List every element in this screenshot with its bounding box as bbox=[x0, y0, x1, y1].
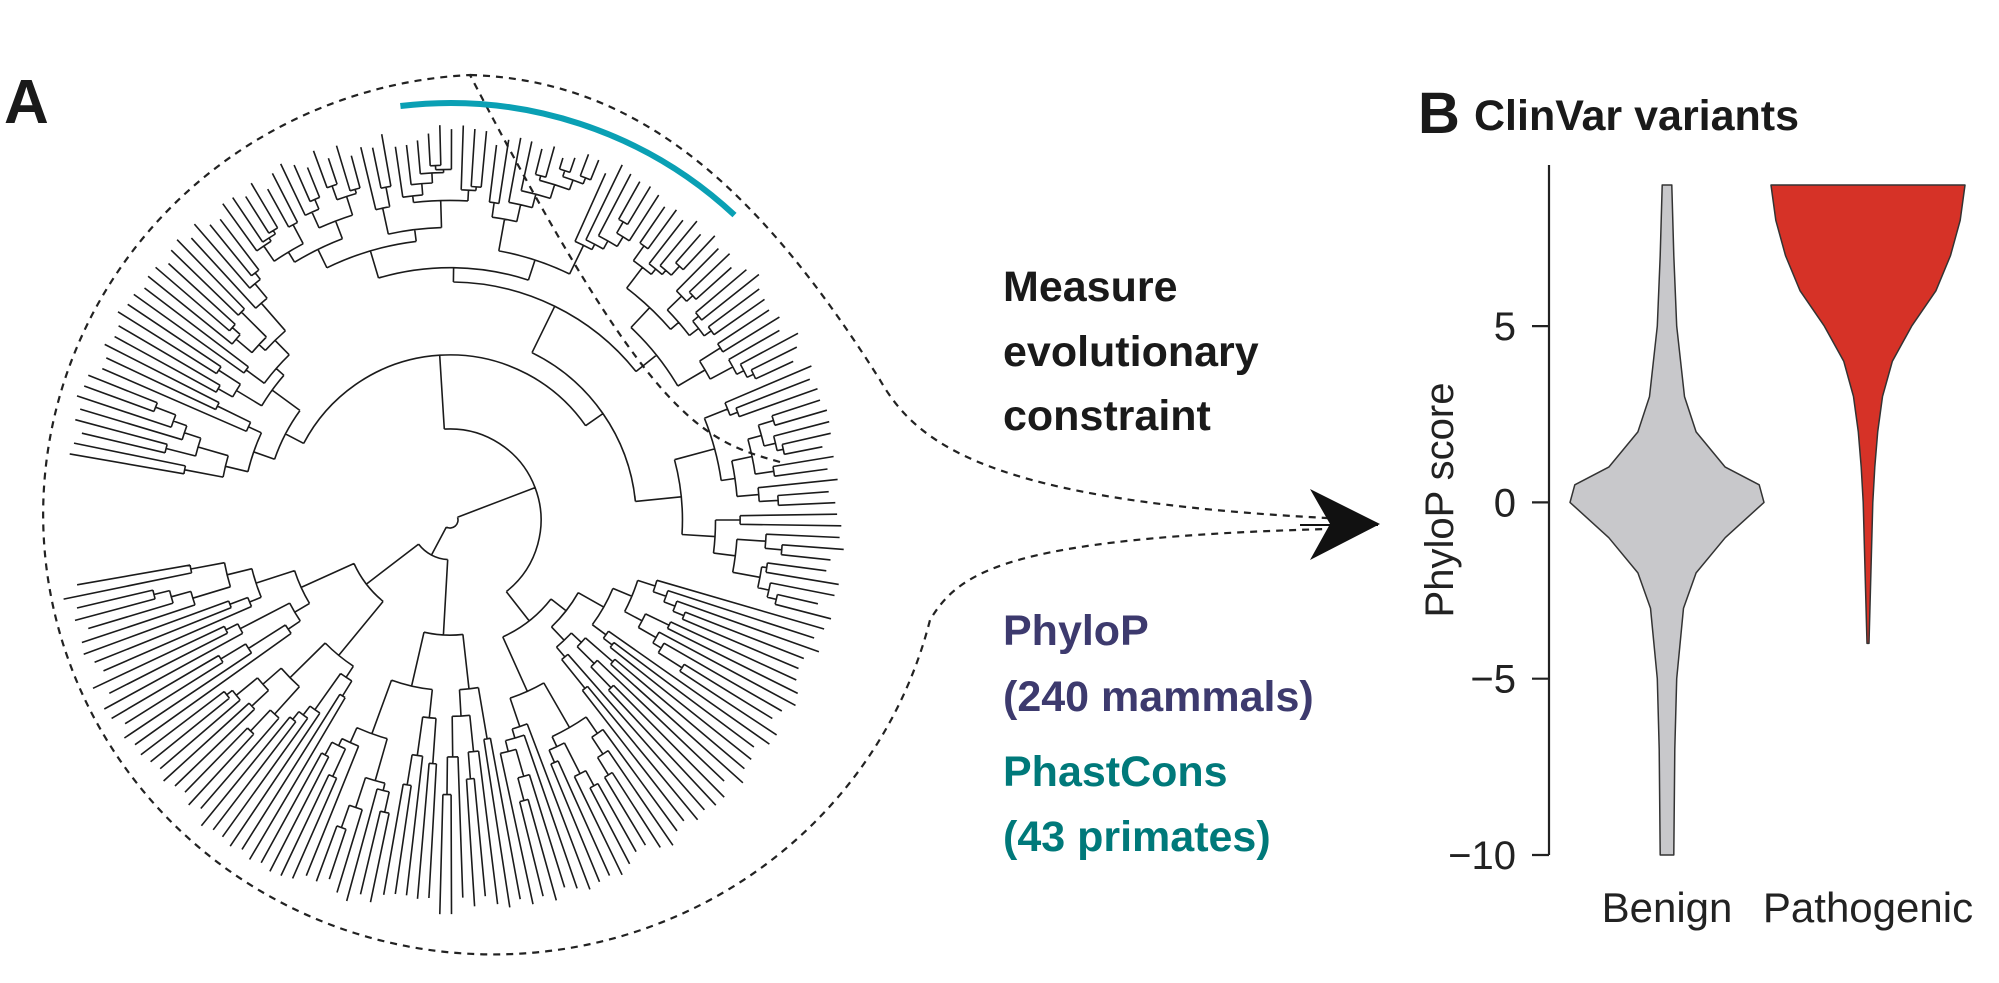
chart-title: ClinVar variants bbox=[1474, 92, 1799, 140]
y-tick-label: 5 bbox=[1494, 305, 1516, 349]
phastcons-line-2: (43 primates) bbox=[1003, 813, 1271, 861]
y-tick-label: 0 bbox=[1494, 481, 1516, 525]
y-axis-label: PhyloP score bbox=[1418, 383, 1462, 618]
violin-benign bbox=[1569, 184, 1765, 856]
panel-b: B ClinVar variants 50−5−10 PhyloP score … bbox=[1418, 81, 1973, 931]
magnifier-bubble-outline bbox=[42, 73, 1371, 956]
caption-line-3: constraint bbox=[1003, 392, 1211, 440]
phastcons-line-1: PhastCons bbox=[1003, 748, 1228, 796]
caption-line-1: Measure bbox=[1003, 263, 1177, 311]
panel-b-letter: B bbox=[1418, 81, 1460, 146]
y-axis-ticks: 5 0 −5 −10 bbox=[1448, 305, 1549, 878]
phastcons-label: PhastCons (43 primates) bbox=[1003, 748, 1271, 861]
y-tick-label: −5 bbox=[1470, 658, 1516, 702]
violins bbox=[1569, 184, 1966, 856]
category-label-pathogenic: Pathogenic bbox=[1763, 884, 1973, 931]
category-label-benign: Benign bbox=[1602, 884, 1733, 931]
tree-branches bbox=[63, 125, 844, 915]
violin-pathogenic bbox=[1770, 184, 1966, 645]
phylop-line-1: PhyloP bbox=[1003, 607, 1148, 655]
y-tick-label: −10 bbox=[1448, 834, 1516, 878]
arrowhead-icon bbox=[1310, 489, 1380, 560]
panel-a: A Measure evolutionary constraint PhyloP… bbox=[4, 68, 1380, 956]
phylop-label: PhyloP (240 mammals) bbox=[1003, 607, 1314, 721]
phylop-line-2: (240 mammals) bbox=[1003, 673, 1314, 721]
panel-a-letter: A bbox=[4, 68, 49, 137]
magnifier-bubble-top-edge bbox=[469, 73, 1371, 522]
caption-line-2: evolutionary bbox=[1003, 328, 1259, 376]
primate-clade-arc bbox=[400, 100, 737, 218]
constraint-caption: Measure evolutionary constraint bbox=[1003, 263, 1271, 440]
phylogenetic-tree bbox=[63, 125, 844, 915]
